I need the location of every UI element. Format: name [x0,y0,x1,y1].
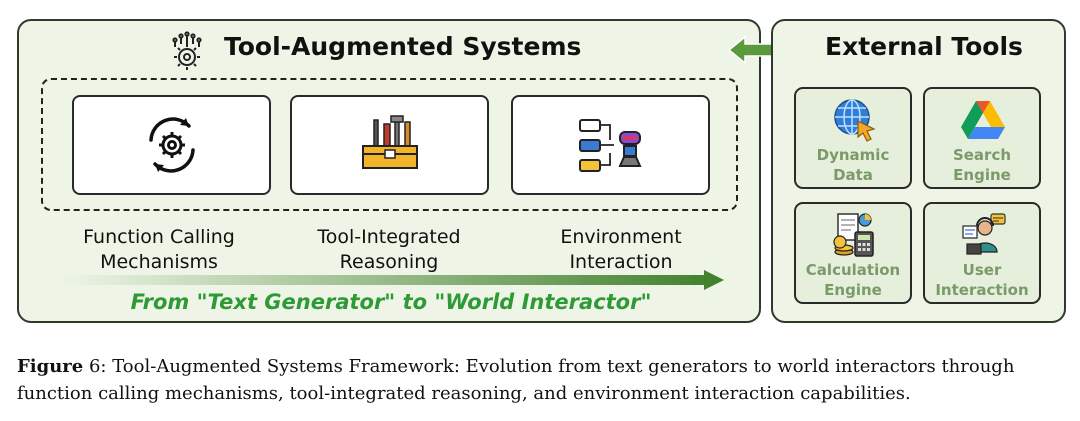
environment-interaction-card [511,95,710,195]
tool-augmented-systems-panel: Tool-Augmented Systems [17,19,761,323]
function-calling-label: Function Calling Mechanisms [83,226,235,273]
figure-label: Figure [17,356,84,377]
toolbox-icon [361,115,418,169]
evolution-arrow [59,270,724,290]
gear-circuit-icon [172,31,202,70]
evolution-caption: From "Text Generator" to "World Interact… [130,290,652,314]
bidirectional-arrow-icon [729,35,803,65]
globe-cursor-icon [834,99,876,142]
calculator-icon [833,213,874,257]
function-calling-card [72,95,271,195]
panel-title: Tool-Augmented Systems [224,32,582,61]
figure-caption-text: 6: Tool-Augmented Systems Framework: Evo… [17,356,1015,404]
robot-interaction-icon [578,119,642,172]
tool-integrated-label: Tool-Integrated Reasoning [317,226,461,273]
calculation-engine-tool: Calculation Engine [794,202,912,304]
capabilities-group [41,78,738,211]
user-interaction-tool: User Interaction [923,202,1041,304]
figure-caption: Figure 6: Tool-Augmented Systems Framewo… [17,353,1080,407]
search-engine-tool: Search Engine [923,87,1041,189]
drive-triangle-icon [961,101,1005,139]
dynamic-data-tool: Dynamic Data [794,87,912,189]
user-headset-icon [962,213,1006,255]
environment-interaction-label: Environment Interaction [560,226,682,273]
tool-integrated-card [290,95,489,195]
panel-title: External Tools [825,32,1023,61]
gear-cycle-icon [148,117,195,173]
external-tools-panel: External Tools Dynamic Data Search Engin… [771,19,1066,323]
